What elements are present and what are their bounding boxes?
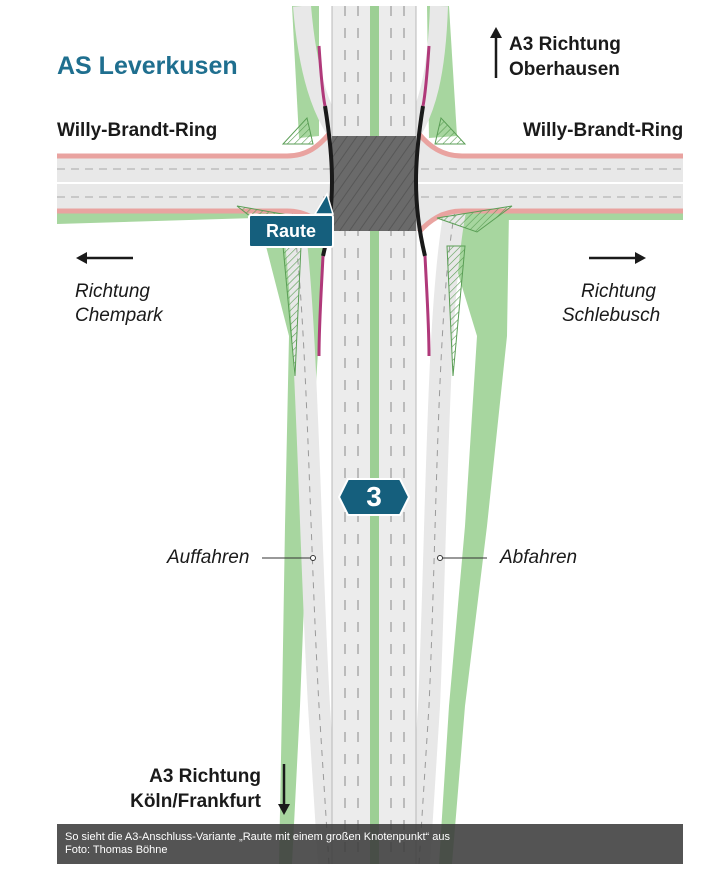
south-direction-line2: Köln/Frankfurt xyxy=(130,791,261,812)
raute-label: Raute xyxy=(248,214,334,248)
raute-intersection xyxy=(317,45,431,357)
west-direction-line2: Chempark xyxy=(75,305,163,326)
arrow-up-icon xyxy=(490,27,502,78)
west-direction: Richtung Chempark xyxy=(75,280,163,328)
off-ramp-label: Abfahren xyxy=(500,547,578,568)
east-direction-line2: Schlebusch xyxy=(562,305,661,326)
arrow-left-icon xyxy=(76,252,133,264)
photo-credit: Foto: Thomas Böhne xyxy=(65,844,168,856)
image-caption: So sieht die A3-Anschluss-Variante „Raut… xyxy=(57,824,683,864)
traffic-islands xyxy=(236,116,513,377)
motorway-a3 xyxy=(331,6,417,864)
arrow-right-icon xyxy=(589,252,646,264)
road-name-right: Willy-Brandt-Ring xyxy=(523,120,683,141)
motorway-number: 3 xyxy=(366,481,382,512)
south-direction-line1: A3 Richtung xyxy=(149,766,261,787)
interchange-map xyxy=(57,6,683,864)
north-direction: A3 Richtung Oberhausen xyxy=(509,32,621,82)
motorway-shield-icon xyxy=(338,478,410,516)
south-direction: A3 Richtung Köln/Frankfurt xyxy=(117,764,261,814)
west-direction-line1: Richtung xyxy=(75,281,150,302)
arrow-down-icon xyxy=(278,764,290,815)
east-direction: Richtung Schlebusch xyxy=(562,280,661,328)
map-figure: 3 Raute AS Leverkusen Willy-Brandt-Ring … xyxy=(57,6,683,864)
north-direction-line1: A3 Richtung xyxy=(509,34,621,55)
east-direction-line1: Richtung xyxy=(581,281,656,302)
road-name-left: Willy-Brandt-Ring xyxy=(57,120,218,141)
north-direction-line2: Oberhausen xyxy=(509,59,620,80)
caption-text: So sieht die A3-Anschluss-Variante „Raut… xyxy=(65,831,450,843)
map-title: AS Leverkusen xyxy=(57,52,238,80)
on-ramp-label: Auffahren xyxy=(167,547,250,568)
